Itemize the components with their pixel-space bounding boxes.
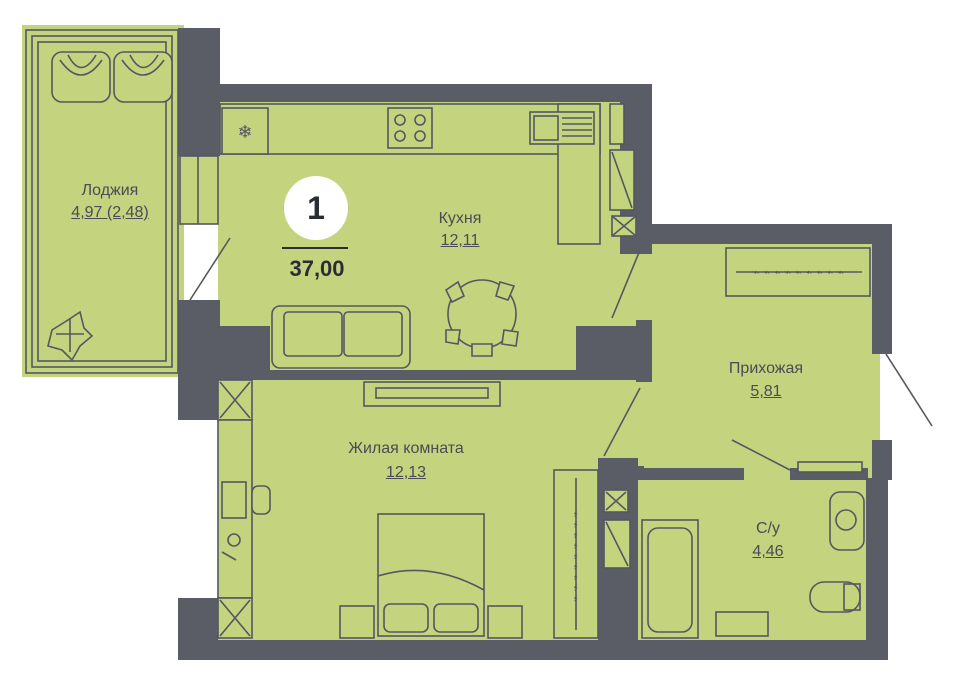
wardrobe-left [217, 379, 253, 639]
plant [47, 310, 94, 362]
loggia-frame [25, 29, 231, 374]
bed [339, 513, 523, 639]
desk [221, 481, 271, 561]
bathroom-fixtures [603, 489, 865, 639]
wardrobe-right: ⌁ ⌁ ⌁ ⌁ ⌁ ⌁ ⌁ ⌁ ⌁ [553, 469, 599, 639]
armchair-2 [113, 51, 173, 103]
tv-stand [363, 381, 501, 407]
kitchen-counter: ❄ [219, 103, 637, 245]
sofa [271, 305, 411, 369]
armchair-1 [51, 51, 111, 103]
dining-table [444, 279, 519, 357]
svg-text:⌁ ⌁ ⌁ ⌁ ⌁ ⌁ ⌁ ⌁ ⌁: ⌁ ⌁ ⌁ ⌁ ⌁ ⌁ ⌁ ⌁ ⌁ [752, 265, 844, 279]
svg-text:⌁ ⌁ ⌁ ⌁ ⌁ ⌁ ⌁ ⌁ ⌁: ⌁ ⌁ ⌁ ⌁ ⌁ ⌁ ⌁ ⌁ ⌁ [569, 510, 583, 602]
svg-text:❄: ❄ [237, 122, 252, 142]
hallway-wardrobe: ⌁ ⌁ ⌁ ⌁ ⌁ ⌁ ⌁ ⌁ ⌁ [725, 247, 871, 297]
